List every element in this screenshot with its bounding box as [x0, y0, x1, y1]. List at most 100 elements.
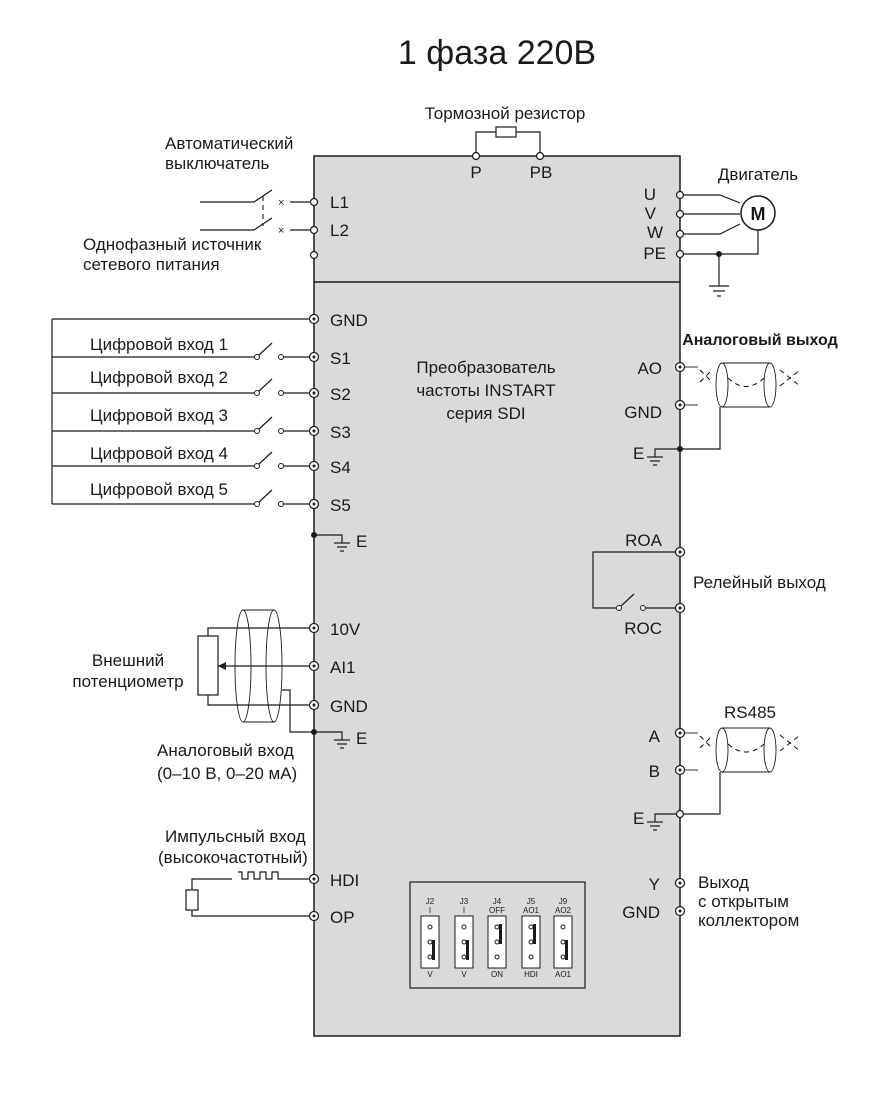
digital-input-2-label: Цифровой вход 2	[90, 368, 228, 387]
terminal-u-label: U	[644, 185, 656, 204]
terminal-l1	[309, 197, 319, 207]
jumper-j3-top: I	[463, 906, 465, 915]
jumper-j9-bottom: AO1	[555, 970, 572, 979]
terminal-b-label: B	[649, 762, 660, 781]
open-collector-label-line3: коллектором	[698, 911, 799, 930]
terminal-roc-label: ROC	[624, 619, 662, 638]
analog-in-label-line2: (0–10 В, 0–20 мА)	[157, 764, 297, 783]
pulse-terminals	[308, 873, 320, 922]
jumper-j3-name: J3	[460, 897, 469, 906]
pulse-input-label-line1: Импульсный вход	[165, 827, 306, 846]
power-source-label-line2: сетевого питания	[83, 255, 220, 274]
terminal-p	[471, 151, 481, 161]
jumper-j2: J2 I V	[420, 897, 440, 979]
potentiometer-label-line1: Внешний	[92, 651, 164, 670]
motor-label: Двигатель	[718, 165, 798, 184]
jumper-block	[409, 881, 586, 989]
terminal-gnd-ao-label: GND	[624, 403, 662, 422]
jumper-j5-name: J5	[527, 897, 536, 906]
terminal-p-label: P	[470, 163, 481, 182]
digital-input-5-label: Цифровой вход 5	[90, 480, 228, 499]
jumper-j5: J5 AO1 HDI	[521, 897, 541, 979]
terminal-s3-label: S3	[330, 423, 351, 442]
jumper-j9-name: J9	[559, 897, 568, 906]
brake-resistor-symbol	[475, 126, 541, 154]
rs485-earth-symbol	[647, 813, 676, 831]
jumper-j2-top: I	[429, 906, 431, 915]
open-collector-label-line1: Выход	[698, 873, 749, 892]
pulse-input-label-line2: (высокочастотный)	[158, 848, 308, 867]
breaker-label-line2: выключатель	[165, 154, 270, 173]
relay-output-label: Релейный выход	[693, 573, 826, 592]
page-title: 1 фаза 220В	[398, 34, 596, 72]
digital-input-4-label: Цифровой вход 4	[90, 444, 228, 463]
jumper-j9: J9 AO2 AO1	[553, 897, 573, 979]
terminal-v	[675, 209, 685, 219]
motor-icon	[740, 195, 776, 231]
digital-earth-label: E	[356, 532, 367, 551]
analog-out-earth-symbol	[647, 448, 680, 466]
terminal-10v-label: 10V	[330, 620, 361, 639]
jumper-j4: J4 OFF ON	[487, 897, 507, 979]
digital-input-wiring	[51, 318, 314, 507]
terminal-l2-label: L2	[330, 221, 349, 240]
terminal-a-label: A	[649, 727, 661, 746]
jumper-j9-top: AO2	[555, 906, 572, 915]
motor-wiring	[680, 194, 759, 297]
shielded-cable-analog-out	[680, 362, 801, 450]
terminal-l1-label: L1	[330, 193, 349, 212]
digital-terminals	[308, 313, 320, 510]
potentiometer-label-line2: потенциометр	[72, 672, 183, 691]
analog-in-earth-label: E	[356, 729, 367, 748]
jumper-j5-top: AO1	[523, 906, 540, 915]
converter-label-line1: Преобразователь	[416, 358, 555, 377]
terminal-s1-label: S1	[330, 349, 351, 368]
terminal-gnd-oc-label: GND	[622, 903, 660, 922]
brake-resistor-label: Тормозной резистор	[425, 104, 586, 123]
relay-terminals	[674, 546, 686, 614]
power-source-label-line1: Однофазный источник	[83, 235, 262, 254]
terminal-op-label: OP	[330, 908, 355, 927]
converter-label-line3: серия SDI	[446, 404, 525, 423]
terminal-pe-label: PE	[643, 244, 666, 263]
analog-in-earth-symbol	[311, 729, 350, 749]
open-collector-label-line2: с открытым	[698, 892, 789, 911]
jumper-j4-bottom: ON	[491, 970, 503, 979]
analog-output-label: Аналоговый выход	[682, 332, 838, 349]
rs485-label: RS485	[724, 703, 776, 722]
jumper-j2-name: J2	[426, 897, 435, 906]
jumper-j4-name: J4	[493, 897, 502, 906]
terminal-ai1-label: AI1	[330, 658, 356, 677]
terminal-pe	[675, 249, 685, 259]
jumper-j5-bottom: HDI	[524, 970, 538, 979]
digital-input-1-label: Цифровой вход 1	[90, 335, 228, 354]
shielded-cable-analog-in	[234, 609, 314, 733]
pe-junction	[716, 251, 722, 257]
terminal-u	[675, 190, 685, 200]
converter-label-line2: частоты INSTART	[416, 381, 555, 400]
potentiometer-symbol	[197, 627, 314, 706]
relay-switch-symbol	[592, 551, 680, 611]
analog-in-label-line1: Аналоговый вход	[157, 741, 294, 760]
jumper-j4-top: OFF	[489, 906, 505, 915]
terminal-s2-label: S2	[330, 385, 351, 404]
rs485-terminals	[674, 727, 686, 819]
breaker-symbol: × ×	[200, 189, 314, 237]
analog-in-terminals	[308, 622, 320, 711]
terminal-pb-label: PB	[530, 163, 553, 182]
jumper-j3: J3 I V	[454, 897, 474, 979]
terminal-v-label: V	[645, 204, 657, 223]
terminal-gnd-digital-label: GND	[330, 311, 368, 330]
terminal-hdi-label: HDI	[330, 871, 359, 890]
terminal-w-label: W	[647, 223, 663, 242]
terminal-ao-label: AO	[637, 359, 662, 378]
analog-out-earth-label: E	[633, 444, 644, 463]
terminal-s4-label: S4	[330, 458, 351, 477]
breaker-label-line1: Автоматический	[165, 134, 293, 153]
terminal-l2	[309, 225, 319, 235]
terminal-gnd-analog-label: GND	[330, 697, 368, 716]
jumper-j2-bottom: V	[427, 970, 433, 979]
terminal-s5-label: S5	[330, 496, 351, 515]
terminal-pb	[535, 151, 545, 161]
